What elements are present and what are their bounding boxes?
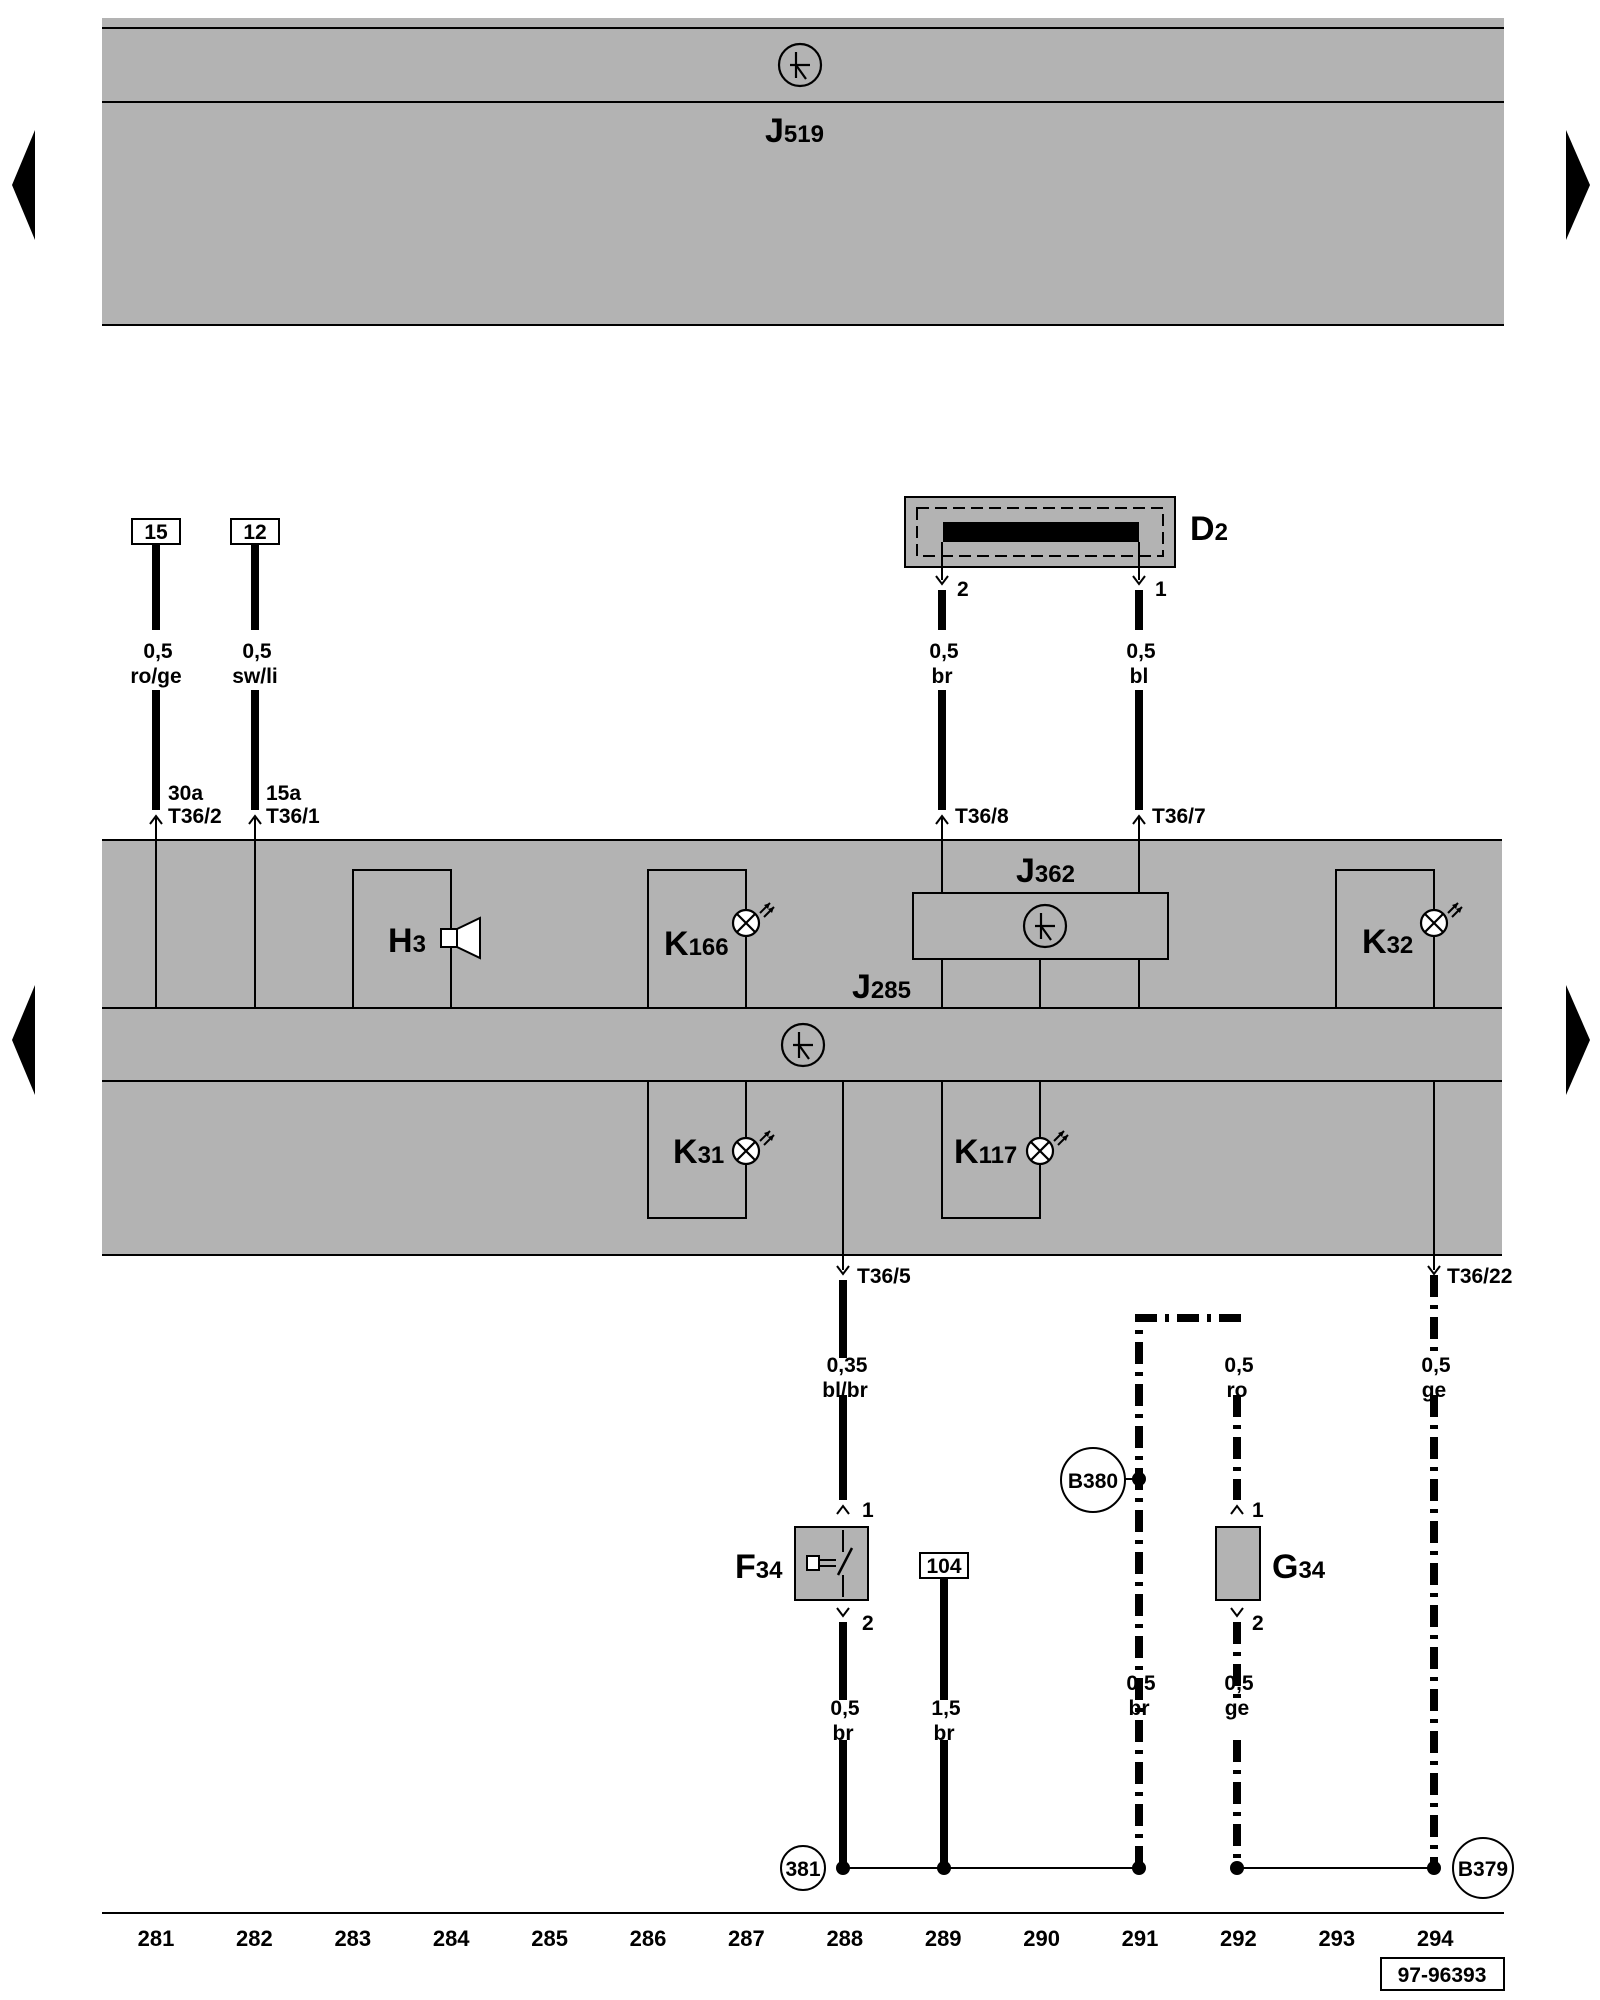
svg-text:0,5: 0,5 [1126,640,1156,663]
lamp-k32: K32 [1335,869,1464,1008]
terminal-box-15: 15 [131,518,181,545]
scale-number: 291 [1122,1926,1159,1951]
svg-text:ge: ge [1422,1379,1447,1402]
svg-text:T36/2: T36/2 [168,805,222,828]
lamp-k117-label: K117 [954,1133,1017,1171]
next-page-arrow-bottom[interactable] [1566,985,1590,1095]
scale-number: 293 [1318,1926,1355,1951]
svg-text:15a: 15a [266,782,301,805]
scale-number: 292 [1220,1926,1257,1951]
prev-page-arrow-bottom[interactable] [12,985,35,1095]
lamp-k166-label: K166 [664,925,729,963]
svg-text:0,5: 0,5 [242,640,272,663]
scale-number: 281 [138,1926,175,1951]
wire-labels-lower: 0,35 bl/br 0,5 ro 0,5 ge 0,5 br 1,5 br 0… [822,1354,1451,1745]
connector-labels-upper: 30a T36/2 15a T36/1 T36/8 T36/7 [168,782,1206,828]
scale-number: 290 [1023,1926,1060,1951]
connection-point-b379: B379 [1452,1837,1514,1899]
switch-f34-label: F34 [735,1548,783,1586]
svg-text:0,5: 0,5 [1224,1672,1254,1695]
scale-number: 286 [630,1926,667,1951]
buzzer-h3: H3 [352,869,481,1008]
buzzer-h3-label: H3 [388,922,426,960]
prev-page-arrow-top[interactable] [12,130,35,240]
svg-text:T36/7: T36/7 [1152,805,1206,828]
scale-number: 282 [236,1926,273,1951]
pin-label: 1 [1155,578,1167,601]
terminal-box-text: 104 [926,1555,961,1578]
scale-number: 294 [1417,1926,1454,1951]
pin-label: 1 [1252,1499,1264,1522]
svg-text:T36/1: T36/1 [266,805,320,828]
antenna-d2-label: D2 [1190,510,1228,548]
svg-text:bl: bl [1130,665,1149,688]
svg-text:ro/ge: ro/ge [130,665,181,688]
svg-text:0,5: 0,5 [929,640,959,663]
pin-label: 1 [862,1499,874,1522]
sender-g34-label: G34 [1272,1548,1326,1586]
svg-text:30a: 30a [168,782,203,805]
diagram-id: 97-96393 [1380,1957,1505,1991]
svg-text:B380: B380 [1068,1470,1118,1493]
svg-text:381: 381 [785,1858,820,1881]
sender-g34: G34 1 2 [1215,1499,1326,1635]
svg-text:bl/br: bl/br [822,1379,868,1402]
lamp-k31-label: K31 [673,1133,724,1171]
scale-numbers: 281 282 283 284 285 286 287 288 289 290 291 292 293 2… [138,1926,1455,1951]
scale-number: 284 [433,1926,470,1951]
scale-number: 283 [334,1926,371,1951]
svg-text:T36/5: T36/5 [857,1265,911,1288]
scale-number: 288 [826,1926,863,1951]
wires-lower [836,1275,1441,1875]
pin-label: 2 [862,1612,874,1635]
module-j362: J362 [912,818,1169,1008]
svg-text:B379: B379 [1458,1858,1508,1881]
svg-text:97-96393: 97-96393 [1398,1964,1487,1987]
module-j285: J285 H3 K166 J362 [102,818,1502,1270]
svg-text:br: br [1129,1697,1150,1720]
lamp-k166: K166 [647,869,776,1008]
lamp-k32-label: K32 [1362,923,1413,961]
module-j519-label: J519 [765,112,824,150]
terminal-box-text: 15 [144,521,168,544]
svg-text:sw/li: sw/li [232,665,278,688]
svg-text:0,5: 0,5 [143,640,173,663]
svg-text:T36/8: T36/8 [955,805,1009,828]
svg-text:br: br [833,1722,854,1745]
ground-point-381: 381 [780,1845,826,1891]
lamp-k31: K31 [647,1081,776,1219]
wires-upper [152,544,1143,810]
module-j519: J519 [102,18,1504,326]
scale-number: 285 [531,1926,568,1951]
svg-text:0,35: 0,35 [827,1354,868,1377]
svg-text:br: br [932,665,953,688]
switch-f34: F34 1 2 [735,1499,874,1635]
module-j285-label: J285 [852,968,911,1006]
next-page-arrow-top[interactable] [1566,130,1590,240]
connection-point-b380: B380 [1060,1447,1126,1513]
svg-text:0,5: 0,5 [1421,1354,1451,1377]
wire-labels-upper: 0,5 ro/ge 0,5 sw/li 0,5 br 0,5 bl [130,640,1156,688]
pin-label: 2 [1252,1612,1264,1635]
svg-text:ro: ro [1227,1379,1248,1402]
svg-text:0,5: 0,5 [1224,1354,1254,1377]
svg-text:1,5: 1,5 [931,1697,961,1720]
module-j362-label: J362 [1016,852,1075,890]
svg-text:0,5: 0,5 [830,1697,860,1720]
terminal-box-12: 12 [230,518,280,545]
pin-label: 2 [957,578,969,601]
svg-text:ge: ge [1225,1697,1250,1720]
scale-number: 287 [728,1926,765,1951]
scale-number: 289 [925,1926,962,1951]
svg-text:T36/22: T36/22 [1447,1265,1512,1288]
svg-text:0,5: 0,5 [1126,1672,1156,1695]
terminal-box-text: 12 [243,521,266,544]
antenna-d2: D2 2 1 [904,496,1228,601]
connector-labels-lower: T36/5 T36/22 [857,1265,1512,1288]
lamp-k117: K117 [941,1081,1070,1219]
terminal-box-104: 104 [919,1552,969,1579]
svg-text:br: br [934,1722,955,1745]
